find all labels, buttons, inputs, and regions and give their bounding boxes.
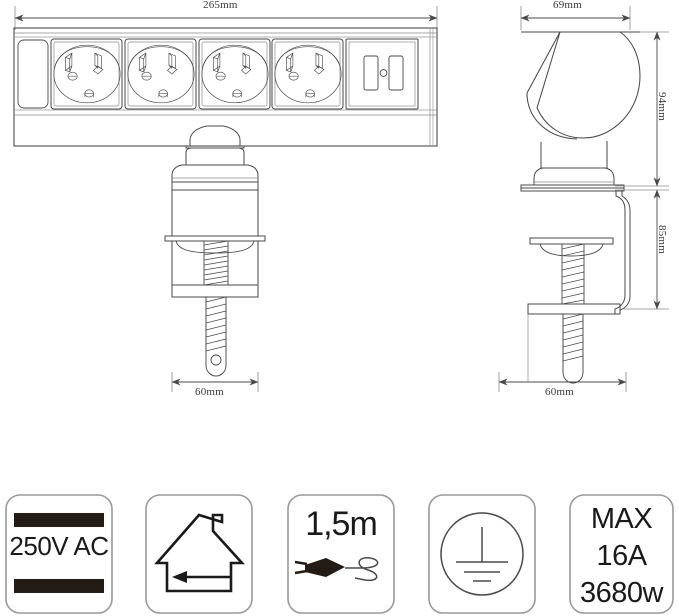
power-switch[interactable] [345, 38, 419, 110]
side-view-group [498, 6, 669, 392]
socket-outlet-3 [198, 38, 271, 110]
house-arrow-icon [172, 571, 232, 583]
dimension-side-clamp-width [498, 314, 627, 392]
spec-badge-voltage [5, 494, 113, 614]
socket-outlet-2 [124, 38, 197, 110]
power-strip-body [13, 27, 438, 147]
clamp-neck [185, 125, 245, 149]
dimension-label-front-clamp-width: 60mm [195, 386, 224, 398]
spec-badge-max-load [569, 494, 674, 614]
spec-badge-indoor-use [145, 494, 253, 614]
spec-label-max-line-1: MAX [590, 503, 653, 535]
socket-outlet-4 [271, 38, 344, 110]
spec-label-max-load: MAX 16A 3680w [570, 501, 673, 612]
spec-badge-cable-length [287, 494, 395, 614]
dimension-side-body-height [615, 31, 669, 187]
dimension-side-clamp-height [615, 189, 669, 310]
clamp-screw-front [203, 240, 229, 377]
dimension-label-side-clamp-height: 85mm [656, 225, 668, 254]
spec-icon-row [5, 494, 674, 614]
house-indoor-use-icon [154, 513, 245, 593]
spec-label-max-line-3: 3680w [580, 577, 663, 609]
side-pressure-pad [529, 237, 614, 257]
dimension-front-width [14, 6, 438, 30]
clamp-collar-front [171, 147, 259, 183]
dimension-label-side-clamp-width: 60mm [545, 386, 574, 398]
earth-ground-icon [440, 512, 524, 596]
front-view-group [13, 6, 438, 392]
plug-cable-icon [294, 557, 379, 582]
dimension-front-clamp-width [171, 372, 259, 392]
spec-label-voltage: 250V AC [9, 531, 109, 561]
dimension-side-width [520, 6, 631, 30]
spec-badge-earthed [428, 494, 536, 614]
side-head-housing [521, 31, 641, 169]
socket-outlet-1 [50, 38, 123, 110]
dimension-label-side-width: 69mm [553, 0, 582, 11]
spec-label-max-line-2: 16A [596, 540, 647, 572]
dimension-label-side-body-height: 94mm [656, 92, 668, 121]
left-end-panel [17, 39, 49, 109]
dimension-label-front-width: 265mm [203, 0, 238, 11]
side-collar [520, 167, 625, 192]
spec-label-cable-length: 1,5m [305, 505, 378, 543]
clamp-body-front [164, 181, 266, 298]
side-c-clamp [527, 191, 631, 315]
